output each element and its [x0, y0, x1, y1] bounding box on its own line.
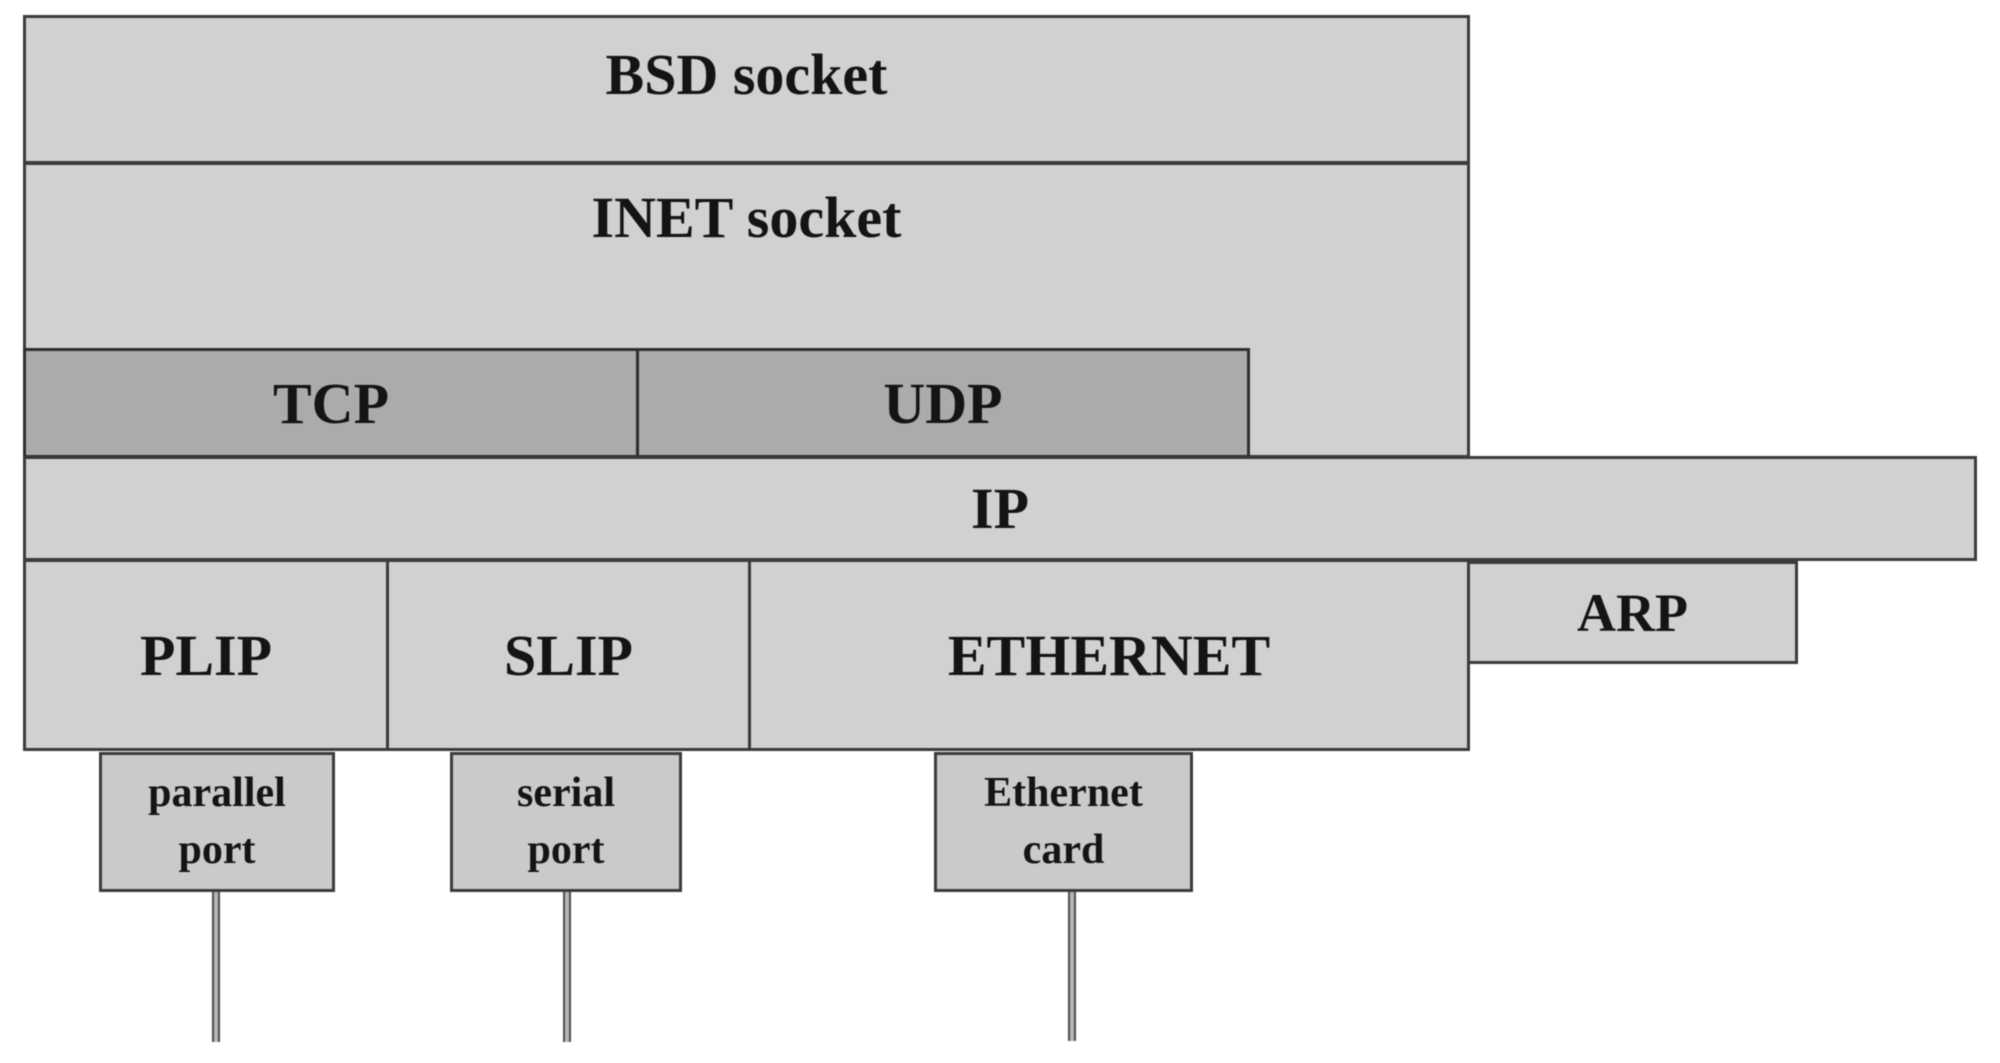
- cell-slip: SLIP: [389, 562, 751, 748]
- hw-serial-port: serial port: [450, 752, 682, 892]
- hw-parallel-port: parallel port: [99, 752, 335, 892]
- cell-ethernet: ETHERNET: [751, 562, 1467, 748]
- bar-ip: IP: [23, 456, 1977, 561]
- label-ethernet: ETHERNET: [947, 622, 1271, 688]
- divider-bsd-inet: [23, 161, 1470, 165]
- label-ethernet-card-line1: Ethernet: [984, 770, 1143, 816]
- label-serial-port-line2: port: [527, 827, 605, 873]
- cable-serial-port: [563, 892, 571, 1042]
- cell-udp: UDP: [639, 351, 1247, 455]
- cable-parallel-port: [212, 892, 220, 1042]
- bar-tcp-udp: TCP UDP: [23, 348, 1250, 458]
- label-inet-socket: INET socket: [591, 185, 902, 250]
- label-tcp: TCP: [273, 370, 389, 436]
- label-ethernet-card-line2: card: [1022, 827, 1105, 873]
- cell-plip: PLIP: [26, 562, 389, 748]
- box-arp: ARP: [1467, 561, 1798, 664]
- cell-tcp: TCP: [26, 351, 639, 455]
- label-parallel-port-line2: port: [178, 827, 256, 873]
- label-serial-port-line1: serial: [517, 770, 615, 816]
- hw-ethernet-card: Ethernet card: [934, 752, 1193, 892]
- label-udp: UDP: [883, 370, 1003, 436]
- label-slip: SLIP: [504, 622, 633, 688]
- row-link-devices: PLIP SLIP ETHERNET: [23, 559, 1470, 751]
- label-plip: PLIP: [139, 622, 273, 688]
- label-arp: ARP: [1577, 582, 1688, 643]
- cable-ethernet-card: [1068, 892, 1076, 1041]
- label-ip: IP: [971, 475, 1029, 541]
- label-bsd-socket: BSD socket: [605, 42, 888, 107]
- label-parallel-port-line1: parallel: [148, 770, 286, 816]
